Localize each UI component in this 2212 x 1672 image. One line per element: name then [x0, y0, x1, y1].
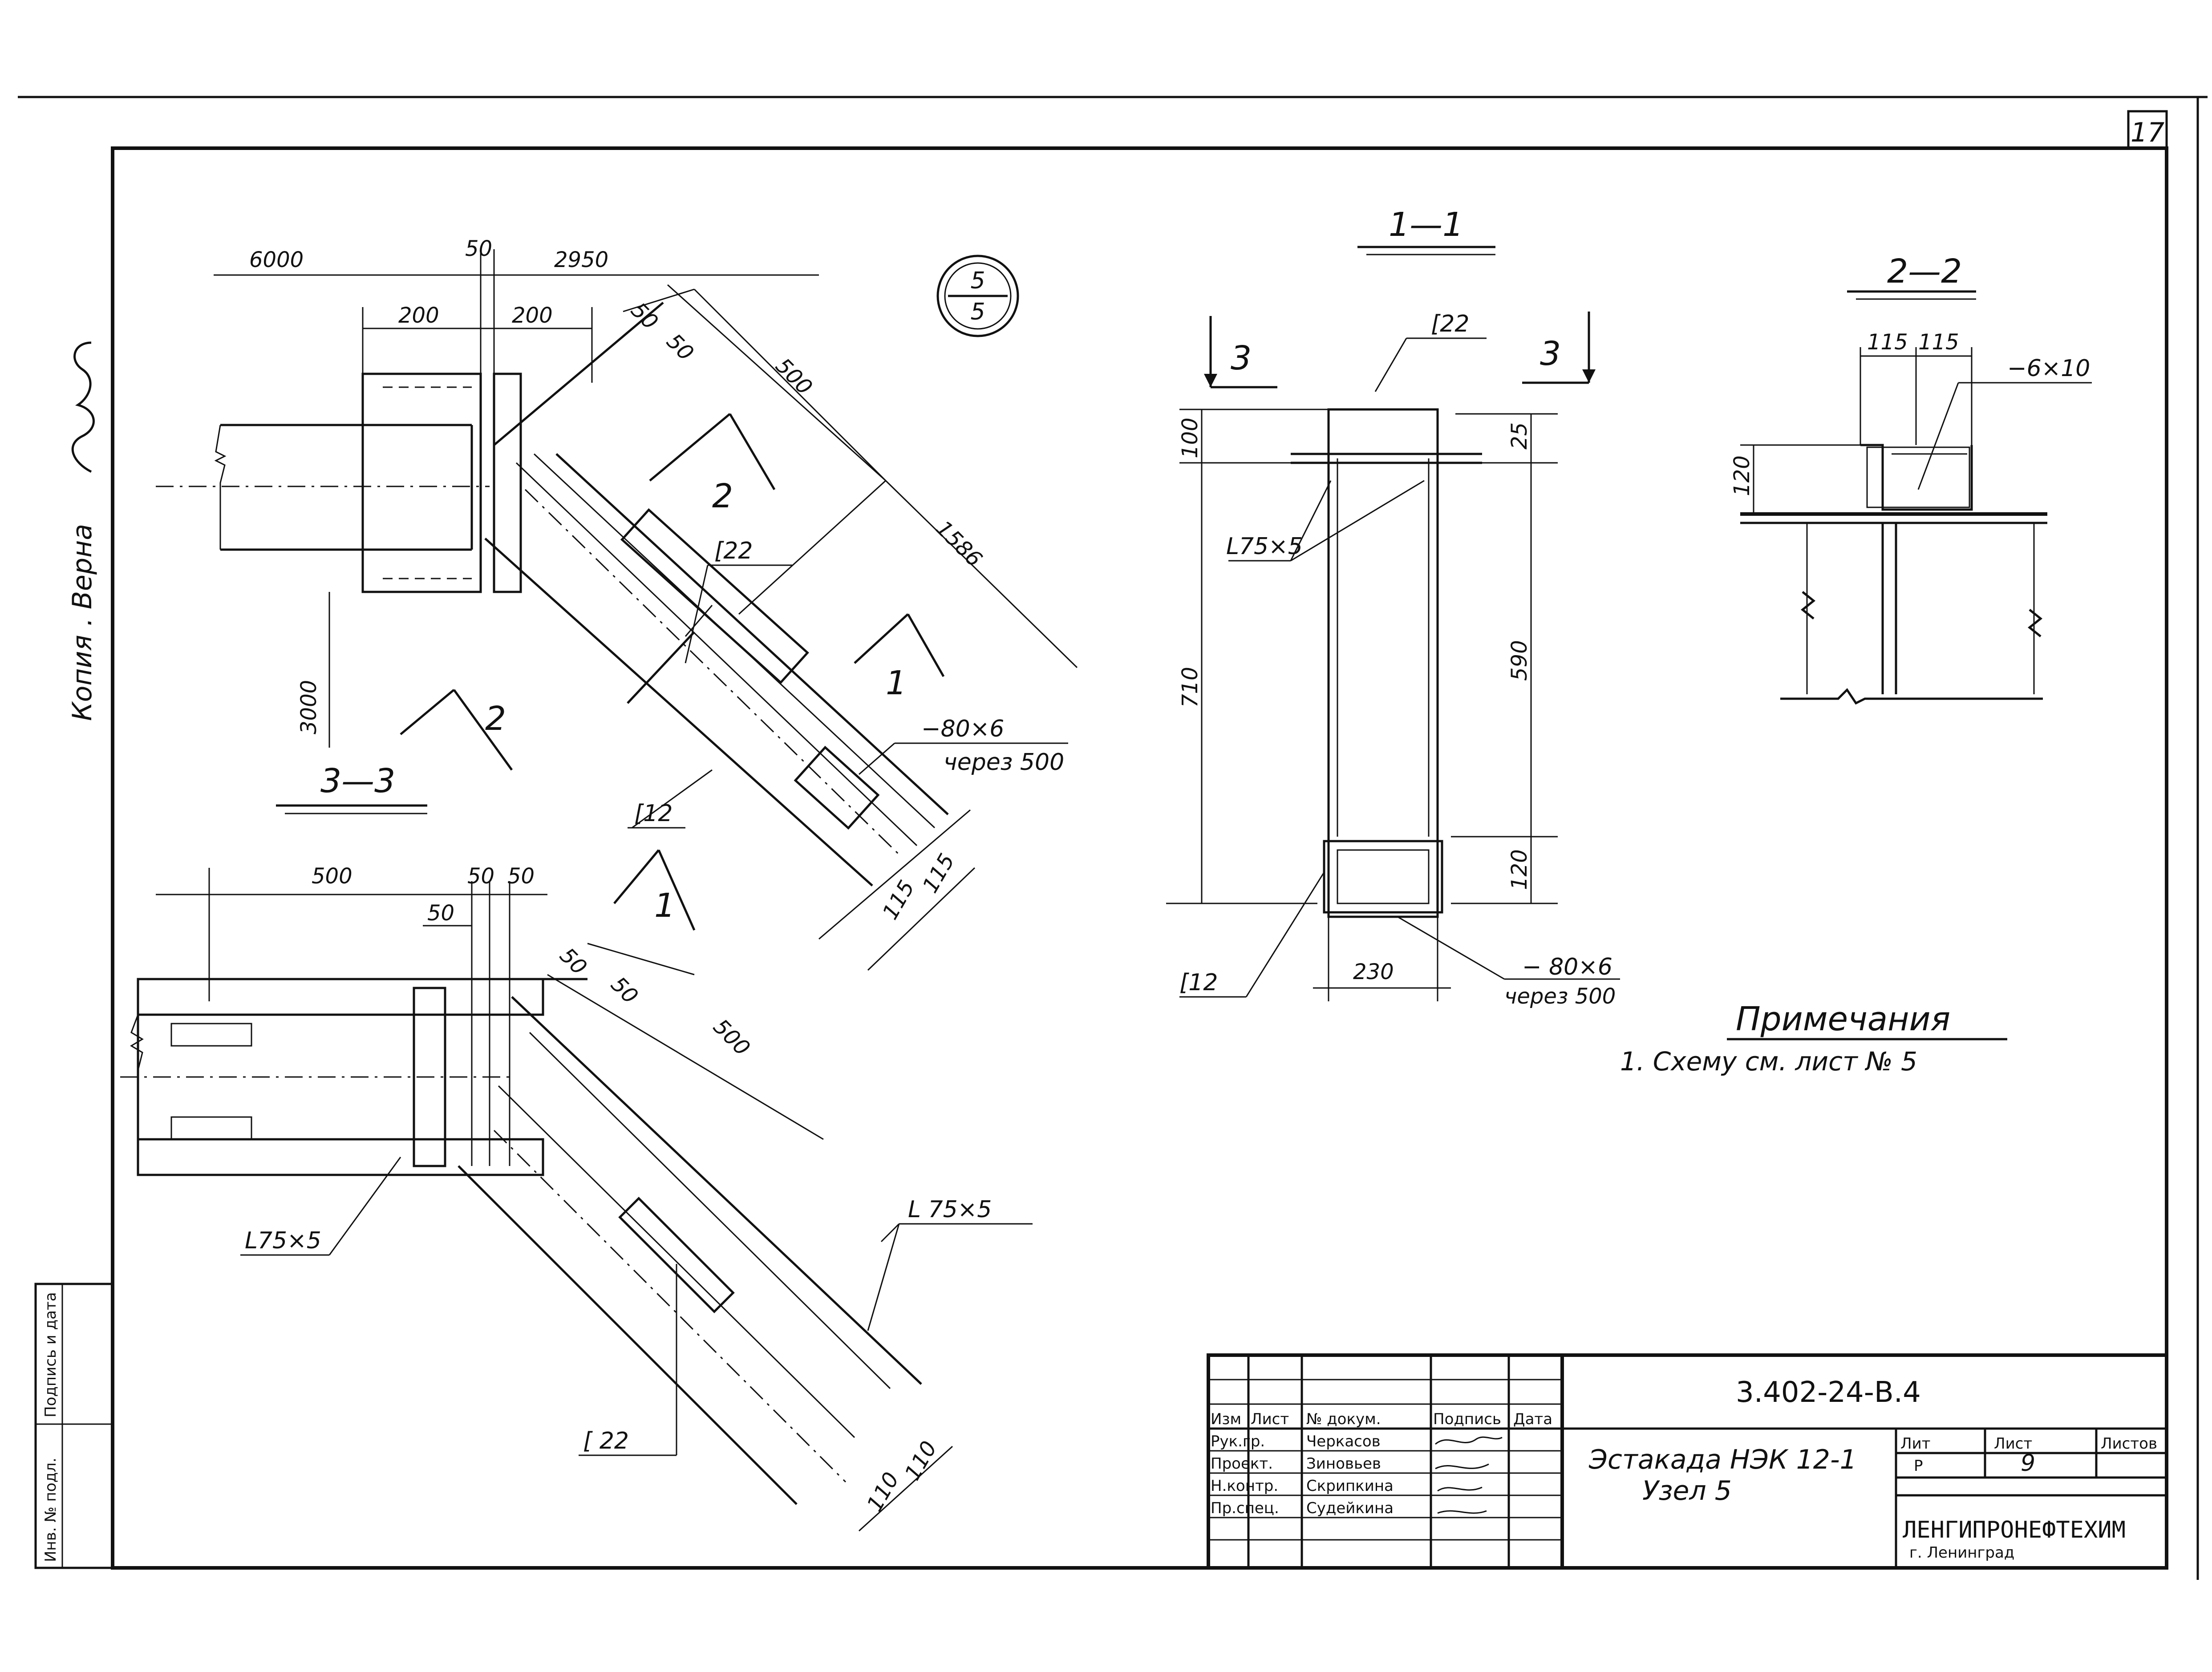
s33-dim-50-c: 50	[427, 901, 454, 926]
notes: Примечания 1. Схему см. лист № 5	[1620, 1000, 2007, 1077]
tb-role-2: Проект.	[1211, 1455, 1273, 1473]
copy-stamp: Копия . Верна	[67, 524, 98, 721]
s11-dim-590: 590	[1507, 640, 1532, 681]
section-2-2: 2—2 115 115 120 −6×10	[1730, 252, 2092, 705]
tb-name-2: Зиновьев	[1306, 1455, 1381, 1473]
tb-header-izm: Изм	[1211, 1410, 1241, 1428]
section-1-1: 1—1 3 3 100 710 25 590	[1166, 206, 1620, 1009]
s11-section-mark-3-left: 3	[1231, 339, 1252, 377]
copy-signature	[71, 341, 95, 473]
s11-label-plate: − 80×6	[1522, 954, 1612, 980]
plan-dim-50: 50	[465, 236, 492, 261]
tb-role-3: Н.контр.	[1211, 1477, 1278, 1495]
plan-section-cut-2-lower: 2	[400, 689, 513, 771]
s11-dim-100: 100	[1178, 417, 1203, 458]
node-marker-top: 5	[970, 267, 985, 294]
notes-item-1: 1. Схему см. лист № 5	[1620, 1046, 1917, 1077]
tb-doc-code: 3.402-24-В.4	[1736, 1376, 1921, 1409]
s11-label-c22: [22	[1431, 311, 1469, 337]
tb-stage: Р	[1914, 1457, 1923, 1475]
title-block: Изм Лист № докум. Подпись Дата Рук.гр. Ч…	[1207, 1353, 2168, 1570]
node-marker: 5 5	[936, 255, 1019, 337]
page-number: 17	[2131, 117, 2164, 148]
s33-dim-110-a: 110	[862, 1468, 904, 1516]
plan-dim-115-b: 115	[918, 850, 960, 897]
tb-name-3: Скрипкина	[1306, 1477, 1394, 1495]
tb-header-list: Лист	[1251, 1410, 1289, 1428]
plan-section-mark-1-lower: 1	[654, 887, 675, 925]
side-stamp-inv: Инв. № подл.	[42, 1457, 60, 1562]
s33-label-angle-right: L 75×5	[908, 1196, 992, 1223]
plan-view: 6000 50 2950 200 200 3000	[156, 236, 1078, 971]
plan-section-cut-2-upper: 2	[649, 413, 776, 515]
s22-label-plate: −6×10	[2007, 355, 2090, 382]
plan-section-mark-2-upper: 2	[712, 477, 733, 515]
plan-section-cut-1-upper: 1	[854, 613, 945, 702]
s33-dim-50-a: 50	[467, 864, 494, 889]
plan-dim-200-right: 200	[512, 303, 553, 328]
tb-sheet-number: 9	[2021, 1450, 2035, 1477]
notes-heading: Примечания	[1736, 1000, 1950, 1038]
node-marker-bottom: 5	[970, 299, 985, 325]
s33-dim-50-b: 50	[507, 864, 535, 889]
plan-section-cut-1-lower: 1	[613, 849, 696, 931]
tb-name-4: Судейкина	[1306, 1499, 1394, 1517]
side-stamp-sign: Подпись и дата	[42, 1292, 60, 1417]
s33-label-angle-left: L75×5	[245, 1227, 321, 1254]
s11-section-mark-3-right: 3	[1540, 335, 1561, 373]
s11-dim-120: 120	[1507, 849, 1532, 890]
plan-section-mark-2-lower: 2	[485, 700, 506, 738]
tb-role-1: Рук.гр.	[1211, 1433, 1265, 1450]
plan-dim-50-b: 50	[662, 329, 699, 366]
plan-dim-6000: 6000	[249, 247, 304, 272]
tb-object-title: Эстакада НЭК 12-1	[1588, 1444, 1857, 1475]
plan-label-c12: [12	[634, 800, 673, 827]
section-3-3: 3—3 500 50 50 50 50 50	[120, 762, 1033, 1532]
plan-dim-1586: 1586	[931, 516, 987, 572]
plan-label-plate-step: через 500	[944, 749, 1064, 776]
s33-dim-500: 500	[312, 864, 352, 889]
s11-dim-230: 230	[1353, 959, 1394, 984]
s11-label-angle: L75×5	[1226, 533, 1303, 560]
plan-dim-3000: 3000	[296, 680, 321, 734]
tb-sheet-label: Лист	[1994, 1435, 2032, 1453]
drawing-frame	[111, 146, 2168, 1570]
tb-sheets-label: Листов	[2101, 1435, 2157, 1453]
plan-label-plate: −80×6	[921, 716, 1004, 742]
s33-dim-500: 500	[709, 1014, 755, 1061]
s22-dim-115-b: 115	[1918, 330, 1959, 355]
plan-section-mark-1-upper: 1	[886, 664, 907, 702]
plan-dim-2950: 2950	[554, 247, 608, 272]
section-1-1-title: 1—1	[1389, 206, 1463, 244]
tb-role-4: Пр.спец.	[1211, 1499, 1279, 1517]
tb-city: г. Ленинград	[1909, 1544, 2014, 1562]
tb-signature-marks	[1435, 1436, 1503, 1514]
tb-stage-label: Лит	[1900, 1435, 1930, 1453]
s33-dim-50-d: 50	[555, 943, 592, 980]
s22-dim-115-a: 115	[1867, 330, 1908, 355]
tb-header-doc: № докум.	[1306, 1410, 1381, 1428]
s11-label-c12: [12	[1179, 969, 1218, 996]
side-stamp: Инв. № подл. Подпись и дата	[34, 1283, 114, 1569]
s11-dim-710: 710	[1178, 667, 1203, 708]
tb-sheet-subject: Узел 5	[1642, 1475, 1732, 1506]
tb-header-date: Дата	[1513, 1410, 1552, 1428]
s11-dim-25: 25	[1507, 422, 1532, 449]
tb-name-1: Черкасов	[1306, 1433, 1381, 1450]
s33-dim-50-e: 50	[606, 972, 643, 1009]
section-2-2-title: 2—2	[1887, 252, 1962, 291]
tb-header-sign: Подпись	[1433, 1410, 1501, 1428]
s33-label-c22: [ 22	[583, 1428, 629, 1454]
plan-dim-200-left: 200	[398, 303, 439, 328]
tb-organization: ЛЕНГИПРОНЕФТЕХИМ	[1903, 1517, 2126, 1543]
s11-label-plate-step: через 500	[1504, 984, 1616, 1009]
page-number-box	[2127, 110, 2168, 150]
plan-label-c22: [22	[714, 538, 753, 564]
s22-dim-120: 120	[1730, 455, 1754, 496]
section-3-3-title: 3—3	[320, 762, 395, 800]
plan-dim-500: 500	[771, 353, 817, 400]
